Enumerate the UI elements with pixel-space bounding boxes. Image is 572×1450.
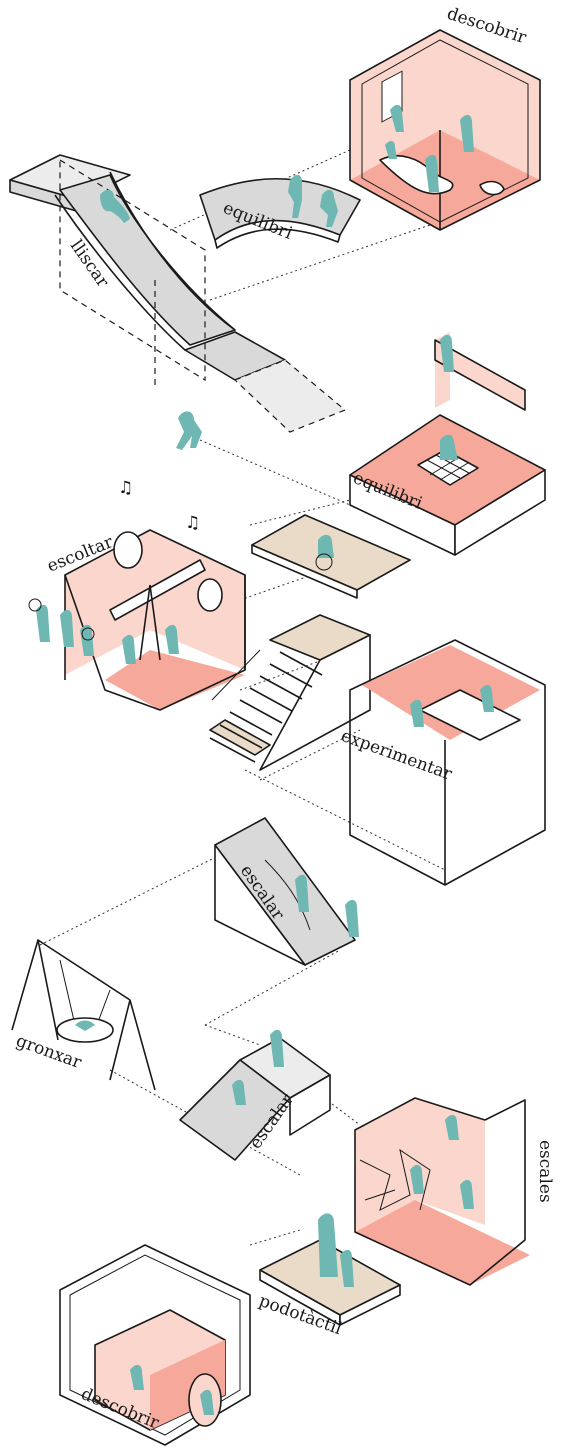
experiment-room-module: experimentar: [338, 332, 545, 885]
swing-module: gronxar: [12, 940, 155, 1090]
child-figure: [176, 411, 202, 450]
music-note-icon: ♫: [185, 513, 200, 533]
balance-beam-module: equilibri: [200, 175, 360, 248]
child-figure: [122, 635, 136, 664]
sensory-platform-module: equilibri: [350, 415, 545, 555]
balloon-icon: [29, 599, 41, 611]
music-note-icon: ♫: [118, 478, 133, 498]
label-experimentar: experimentar: [338, 726, 455, 785]
climbing-slope-module: escalar: [215, 818, 359, 965]
child-figure: [60, 610, 74, 647]
climbing-block-module: escalar: [180, 1030, 330, 1160]
adult-figure: [318, 1213, 338, 1277]
label-escales: escales: [535, 1140, 555, 1203]
climbing-wall-module: escales: [355, 1098, 555, 1285]
discovery-tunnel-module: descobrir: [60, 1245, 250, 1445]
discovery-room-top: descobrir: [350, 4, 540, 230]
